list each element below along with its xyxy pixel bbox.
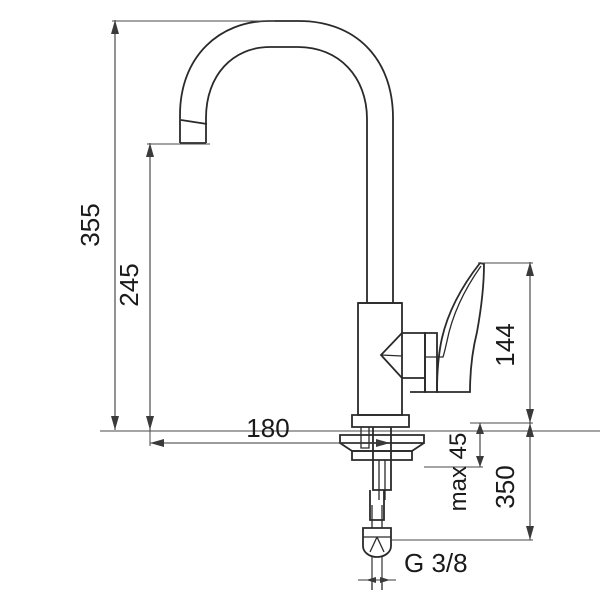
faucet-geometry (100, 20, 600, 590)
lever-hub-skirt (410, 348, 426, 393)
label-thread-size: G 3/8 (358, 548, 468, 583)
dim-350-arrow-bottom (526, 526, 534, 540)
body-facet-fold (380, 354, 403, 357)
supply-connector-nut (362, 527, 392, 558)
thread-arrow-left (366, 577, 376, 583)
dim-355-arrow-top (111, 20, 119, 34)
dim-180-arrow-left (150, 439, 164, 447)
dimension-spout-reach: 180 (149, 413, 390, 447)
dim-180-arrow-right (376, 439, 390, 447)
mounting-stud (360, 427, 370, 449)
body-facet-upper (402, 332, 426, 348)
dim-144-label: 144 (490, 323, 520, 366)
supply-sleeve (371, 505, 383, 528)
mounting-washer-lower (351, 450, 413, 461)
thread-size-label: G 3/8 (404, 548, 468, 578)
dim-144-arrow-top (526, 262, 534, 276)
lever-handle-outline (436, 261, 485, 393)
dimension-supply-length: 350 (392, 423, 534, 541)
dimension-max-deck-thickness: max 45 (424, 423, 484, 511)
lever-handle-inner-line (425, 265, 482, 358)
supply-connector-facets (363, 536, 391, 553)
supply-tube (369, 490, 385, 521)
dim-355-arrow-bottom (111, 416, 119, 430)
dim-350-label: 350 (490, 465, 520, 508)
dim-max45-label: max 45 (445, 433, 472, 512)
dimension-handle-height: 144 (470, 262, 534, 424)
escutcheon-plate (351, 414, 410, 428)
dim-245-label: 245 (114, 263, 144, 306)
spout-outlet-band (180, 119, 208, 125)
body-facet-notch (379, 332, 425, 379)
thread-arrow-right (380, 577, 390, 583)
spout-arc-outer (179, 20, 394, 300)
dim-350-arrow-top (526, 423, 534, 437)
lever-hub (424, 332, 438, 393)
dim-max45-arrow-top (476, 423, 484, 434)
dim-max45-arrow-bottom (476, 456, 484, 467)
spout-arc-inner (205, 46, 368, 300)
dimension-total-height: 355 (75, 20, 275, 430)
cartridge-body-outline (357, 302, 403, 416)
dim-245-arrow-top (146, 143, 154, 157)
dim-180-label: 180 (246, 413, 289, 443)
dim-355-label: 355 (75, 203, 105, 246)
dimension-spout-height: 245 (114, 143, 210, 430)
threaded-shank (372, 427, 392, 491)
dim-144-arrow-bottom (526, 409, 534, 423)
dim-245-arrow-bottom (146, 416, 154, 430)
